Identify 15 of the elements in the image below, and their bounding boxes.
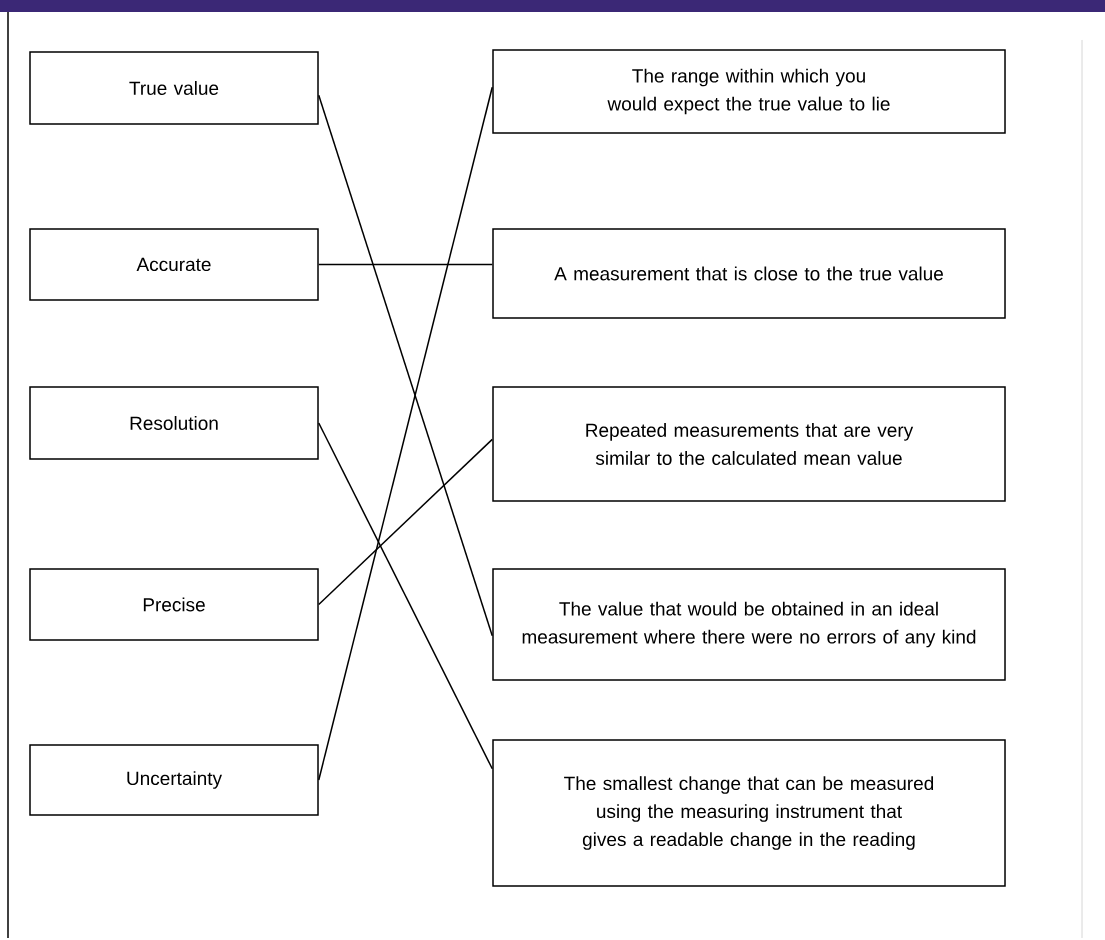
- term-box: Uncertainty: [29, 744, 319, 816]
- definition-box: The value that would be obtained in an ideal measurement where there were no errors of any kind: [492, 568, 1006, 681]
- connector-line: [318, 422, 493, 770]
- definition-box: The smallest change that can be measured using the measuring instrument that gives a readable change in the reading: [492, 739, 1006, 887]
- definition-box: The range within which you would expect the true value to lie: [492, 49, 1006, 134]
- connector-line: [318, 438, 493, 606]
- term-box: Precise: [29, 568, 319, 641]
- term-box: Resolution: [29, 386, 319, 460]
- connector-line: [318, 94, 493, 637]
- term-box: Accurate: [29, 228, 319, 301]
- definition-box: Repeated measurements that are very similar to the calculated mean value: [492, 386, 1006, 502]
- connector-line: [318, 86, 493, 781]
- term-box: True value: [29, 51, 319, 125]
- definition-box: A measurement that is close to the true value: [492, 228, 1006, 319]
- connector-line: [318, 263, 493, 266]
